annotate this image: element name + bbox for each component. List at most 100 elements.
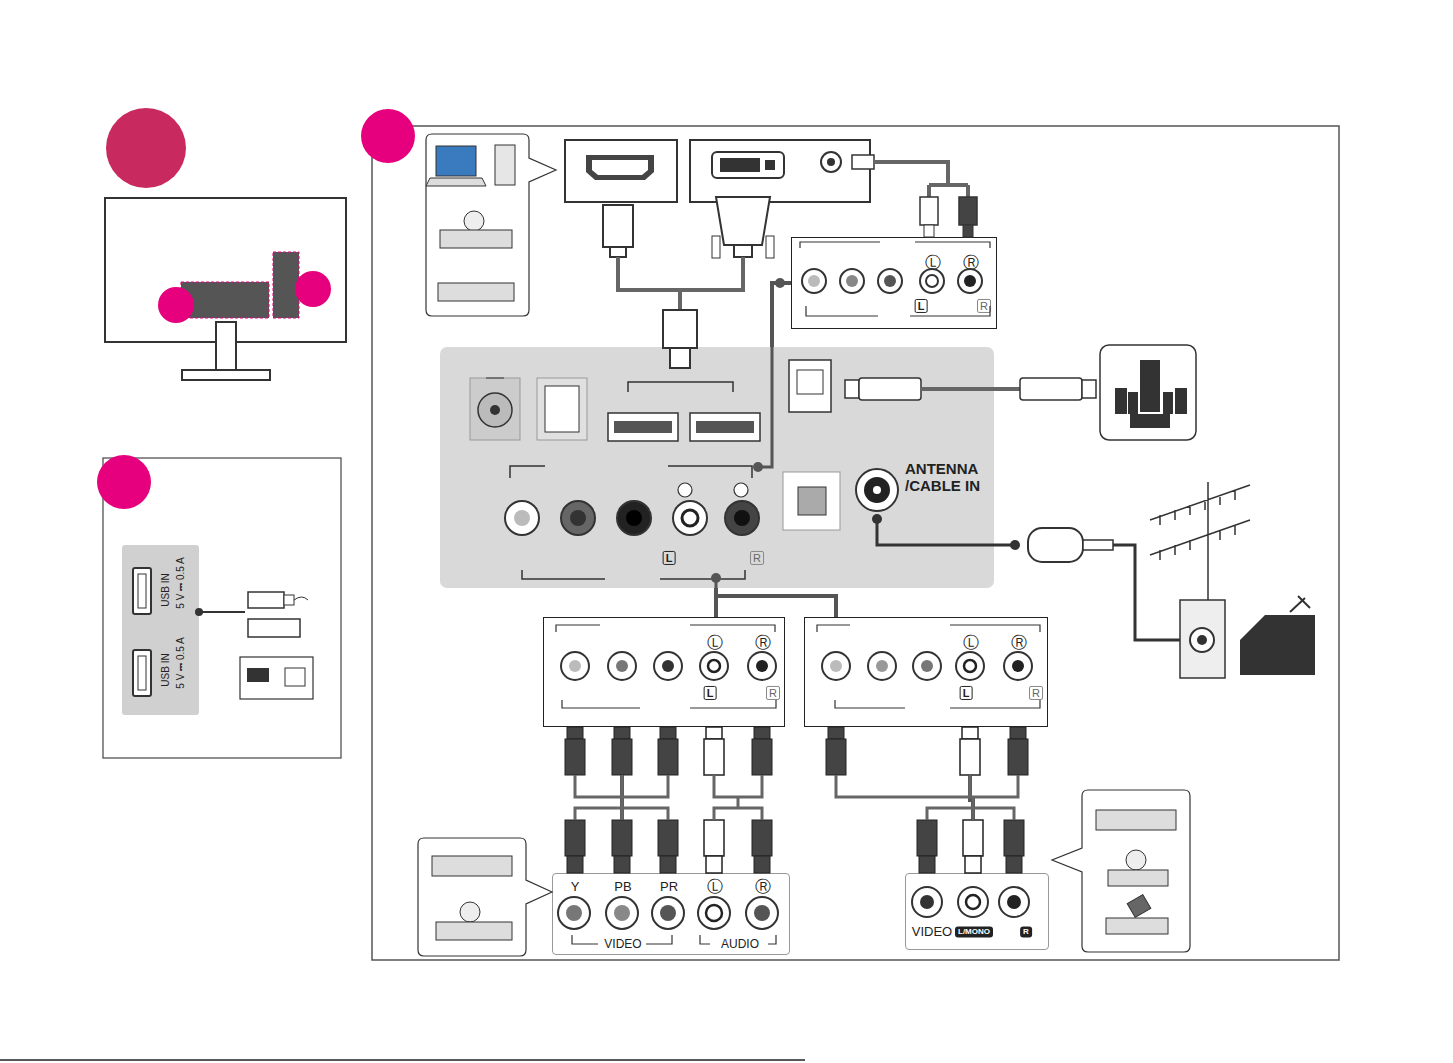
tv-panel-ports	[789, 360, 831, 412]
port-label: R	[766, 686, 780, 700]
tv-back-illustration	[182, 370, 270, 380]
source-device-boxes	[1052, 790, 1190, 952]
optical-cable	[1163, 392, 1173, 414]
tv-panel-ports	[678, 483, 692, 497]
device-jacks	[558, 897, 590, 929]
tv-panel-ports	[490, 405, 500, 415]
tv-panel-ports	[725, 501, 759, 535]
tv-back-illustration	[216, 322, 236, 372]
tv-panel-ports	[614, 421, 672, 433]
port-label: USB IN	[160, 653, 171, 686]
hdmi-dvi-ports	[586, 155, 654, 180]
audio-adapter-box: ⓁⓇLR	[791, 237, 997, 329]
hdmi-dvi-ports	[565, 140, 870, 202]
adapter-jacks-bottom	[556, 625, 1040, 708]
usb-section	[97, 455, 341, 758]
audio-cable	[852, 155, 977, 237]
cable-connector	[772, 283, 791, 347]
adapter-jacks-top	[808, 275, 820, 287]
adapter-jacks-bottom	[1004, 652, 1032, 680]
usb-section	[195, 608, 203, 616]
adapter-jacks-bottom	[700, 652, 728, 680]
antenna-cable	[1180, 600, 1225, 678]
adapter-jacks-top	[926, 275, 938, 287]
usb-port-panel: USB IN5 V ⎓ 0.5 AUSB IN5 V ⎓ 0.5 A	[122, 545, 199, 715]
source-device-boxes	[460, 902, 480, 922]
source-device-boxes	[1096, 810, 1176, 830]
hdmi-dvi-ports	[690, 140, 870, 202]
port-label: Ⓛ	[707, 878, 723, 896]
composite-cable	[917, 820, 937, 856]
composite-cable	[826, 727, 1028, 873]
optical-cable	[1140, 360, 1160, 412]
usb-section	[97, 455, 151, 509]
usb-section	[248, 592, 284, 608]
composite-cable	[826, 739, 846, 775]
port-label: Ⓛ	[707, 634, 723, 652]
cable-connector	[970, 727, 973, 873]
optical-cable	[1115, 388, 1127, 414]
antenna-cable	[1190, 628, 1214, 652]
tv-panel-ports	[682, 510, 698, 526]
composite-cable	[960, 727, 983, 873]
antenna-cable	[872, 482, 1315, 678]
port-label: ANTENNA /CABLE IN	[905, 461, 997, 494]
antenna-cable	[1113, 545, 1182, 640]
port-label: VIDEO	[912, 925, 952, 939]
video-cables	[712, 236, 720, 258]
optical-cable	[921, 387, 1020, 391]
device-jacks	[606, 897, 638, 929]
tv-panel-ports	[470, 278, 898, 588]
adapter-jacks-top	[840, 269, 864, 293]
device-jacks	[912, 887, 942, 917]
port-label: R	[1029, 686, 1043, 700]
composite-cable	[960, 739, 980, 775]
cable-connector	[620, 727, 624, 873]
port-label: VIDEO	[604, 938, 641, 951]
usb-section	[138, 574, 146, 608]
optical-cable	[1100, 345, 1196, 440]
device-jacks	[652, 897, 684, 929]
tv-panel-ports	[505, 501, 539, 535]
tv-panel-ports	[856, 469, 898, 511]
hdmi-dvi-ports	[720, 158, 760, 172]
component-cable	[565, 727, 772, 873]
component-cable	[658, 820, 678, 856]
component-cable	[752, 739, 772, 775]
component-cable	[614, 856, 630, 873]
tv-back-illustration	[105, 108, 346, 380]
hdmi-dvi-ports	[821, 152, 841, 172]
tv-panel-ports	[753, 462, 763, 472]
tv-panel-ports	[673, 501, 707, 535]
adapter-jacks-bottom	[556, 625, 1040, 708]
device-jacks	[754, 905, 770, 921]
composite-cable	[836, 775, 1018, 820]
pc-device-box	[436, 146, 476, 176]
audio-cable	[852, 155, 874, 169]
usb-section	[294, 597, 308, 600]
usb-section	[133, 650, 151, 696]
antenna-cable	[1197, 635, 1207, 645]
video-cables	[610, 247, 626, 257]
component-cable	[706, 727, 722, 739]
tv-panel-ports	[690, 413, 760, 441]
page-rule	[0, 1059, 805, 1061]
composite-cable	[1010, 727, 1026, 739]
composite-cable	[1008, 739, 1028, 775]
tv-panel-ports	[478, 393, 512, 427]
component-cable	[565, 727, 772, 873]
video-cables	[734, 245, 752, 257]
port-label: Ⓛ	[925, 254, 941, 272]
hdmi-dvi-ports	[592, 160, 648, 175]
port-label: Ⓡ	[755, 634, 771, 652]
pc-device-box	[438, 283, 514, 301]
optical-cable	[1130, 414, 1170, 428]
device-jacks	[698, 897, 730, 929]
usb-section	[199, 611, 245, 613]
adapter-jacks-bottom	[756, 660, 768, 672]
tv-panel-ports	[734, 483, 748, 497]
adapter-jacks-top	[846, 275, 858, 287]
